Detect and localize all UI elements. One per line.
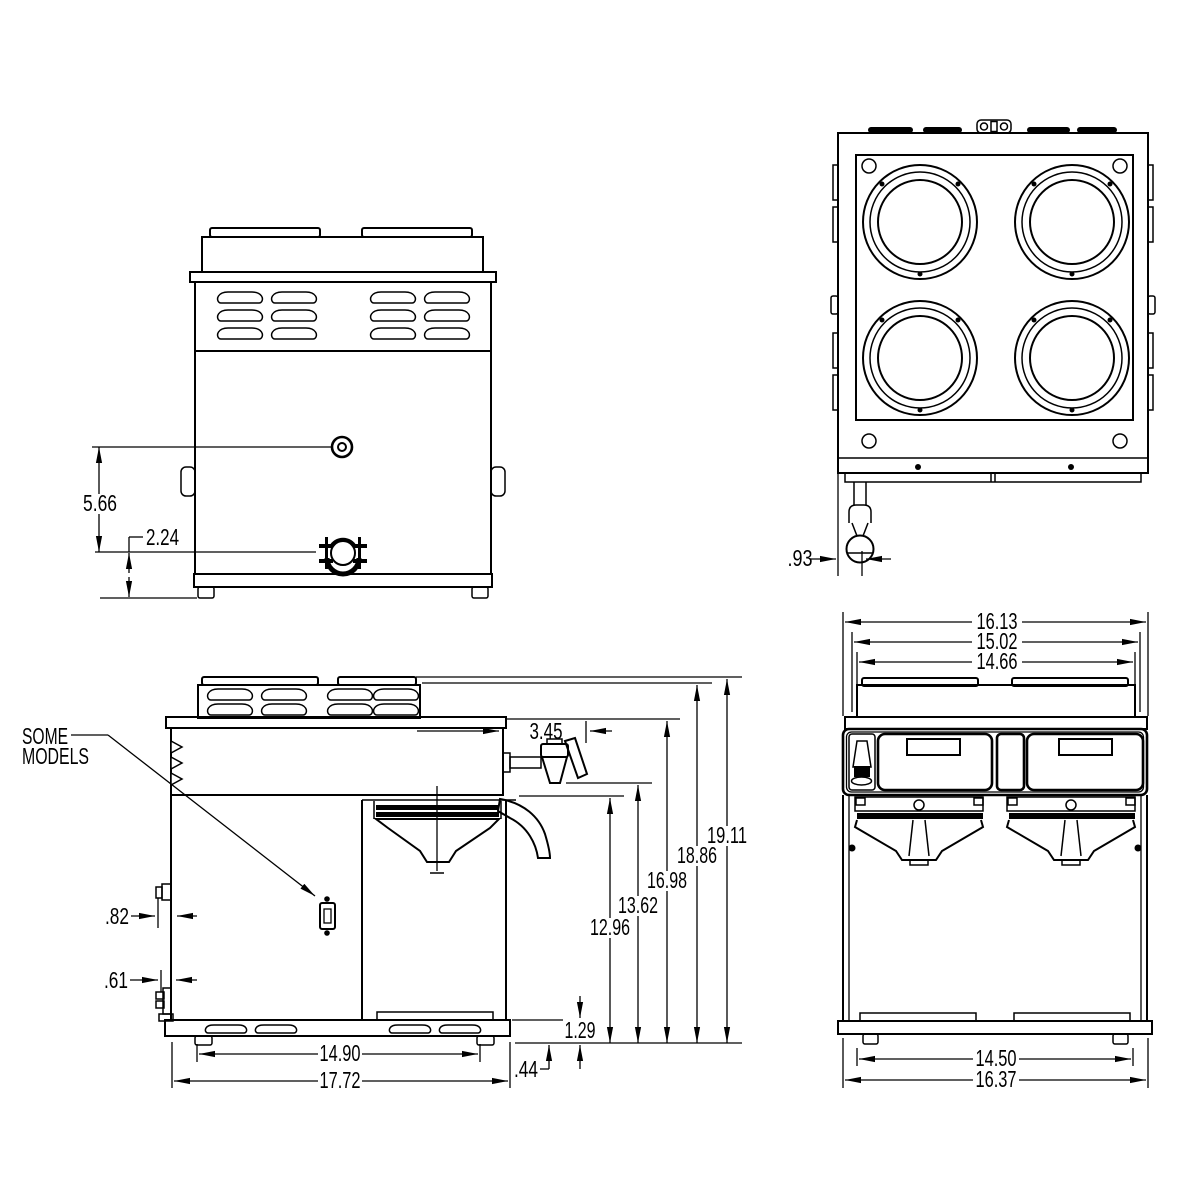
brew-funnel-side [362, 786, 552, 874]
base-side [164, 1019, 511, 1046]
water-inlet-clamp [319, 537, 367, 577]
dim-front-warmer-width: 14.66 [977, 648, 1018, 674]
dim-side-hood-top-height: 16.98 [647, 867, 687, 893]
dim-side-overall-depth: 17.72 [320, 1067, 361, 1093]
dim-side-base-to-floor: 1.29 [565, 1017, 596, 1043]
right-wall-screw [1134, 844, 1142, 852]
side-view: SOME MODELS [22, 676, 747, 1093]
back-view: 5.66 2.24 [83, 227, 506, 599]
upper-hood-body [170, 727, 504, 796]
top-flange [189, 271, 497, 283]
body-outline [194, 281, 492, 575]
burner-plates [862, 164, 1130, 416]
dim-front-cover-width: 15.02 [977, 628, 1018, 654]
dim-side-foot-spacing: 14.90 [320, 1040, 361, 1066]
side-edge-tabs [830, 164, 1156, 411]
left-switch-window [906, 738, 961, 756]
top-hinge [976, 119, 1012, 134]
top-view-dimensions: .93 [788, 473, 891, 576]
left-funnel-rest [859, 1012, 977, 1022]
burner-plate [862, 300, 978, 416]
faucet-label [854, 766, 870, 777]
warmer-lids [201, 227, 484, 273]
warmer-hood [197, 676, 421, 719]
dim-front-base-width: 16.37 [976, 1066, 1017, 1092]
left-brewer-panel [876, 732, 994, 792]
funnel-handle [496, 797, 552, 859]
side-view-dimensions: 3.45 19.11 18.86 16.98 13.62 12.96 .82 .… [104, 676, 747, 1093]
dim-side-overall-height: 19.11 [707, 822, 747, 848]
base-front [837, 1020, 1153, 1045]
right-switch-window [1058, 738, 1113, 756]
thermostat-switch [319, 896, 336, 936]
front-lip [844, 472, 1142, 483]
right-funnel-front [1005, 796, 1137, 866]
front-view-dimensions: 16.13 15.02 14.66 14.50 16.37 [842, 608, 1149, 1092]
right-side-tab [490, 466, 506, 497]
dim-side-upper-fitting-projection: .82 [105, 903, 129, 929]
dim-side-faucet-height: 13.62 [618, 892, 658, 918]
top-view: .93 [788, 119, 1156, 576]
dim-top-faucet-offset: .93 [788, 545, 813, 571]
dim-side-lower-fitting-projection: .61 [104, 967, 128, 993]
left-side-tab [180, 466, 196, 497]
warmer-deck-panel [855, 154, 1134, 421]
left-funnel-front [853, 796, 985, 866]
dim-side-faucet-projection: 3.45 [530, 718, 563, 744]
center-divider-panel [995, 732, 1026, 792]
vent-louvers [216, 291, 471, 340]
burner-plate [1014, 164, 1130, 280]
right-funnel-rest [1013, 1012, 1131, 1022]
dim-back-lower-fitting-height: 2.24 [146, 524, 179, 550]
note-line2: MODELS [22, 743, 89, 769]
note-some-models: SOME MODELS [22, 723, 316, 897]
lid-edge-strips [868, 127, 1117, 133]
dim-side-cover-height: 18.86 [677, 842, 717, 868]
warmer-cover [844, 677, 1148, 730]
dim-front-foot-spacing: 14.50 [976, 1045, 1017, 1071]
base [193, 573, 493, 599]
upper-inlet-fitting [330, 435, 354, 459]
dim-front-overall-width: 16.13 [977, 608, 1018, 634]
dim-back-upper-fitting-height: 5.66 [83, 490, 117, 516]
hot-water-faucet-top [845, 482, 875, 564]
note-line1: SOME [22, 723, 68, 749]
hot-water-faucet-side [502, 736, 589, 784]
back-view-dimensions: 5.66 2.24 [83, 446, 331, 599]
hot-water-faucet-front [848, 733, 876, 791]
upper-side-fitting [155, 883, 172, 901]
burner-plate [862, 164, 978, 280]
left-wall-tabs [170, 739, 184, 787]
dim-side-funnel-rail-height: 12.96 [590, 914, 630, 940]
corner-screw-holes [861, 158, 1128, 470]
funnel-rest-strip [376, 1011, 494, 1021]
front-view: 16.13 15.02 14.66 14.50 16.37 [837, 608, 1153, 1092]
dim-side-foot-height: .44 [514, 1056, 538, 1082]
burner-plate [1014, 300, 1130, 416]
control-panel-row [841, 727, 1149, 797]
left-wall-screw [848, 844, 856, 852]
right-brewer-panel [1025, 732, 1145, 792]
